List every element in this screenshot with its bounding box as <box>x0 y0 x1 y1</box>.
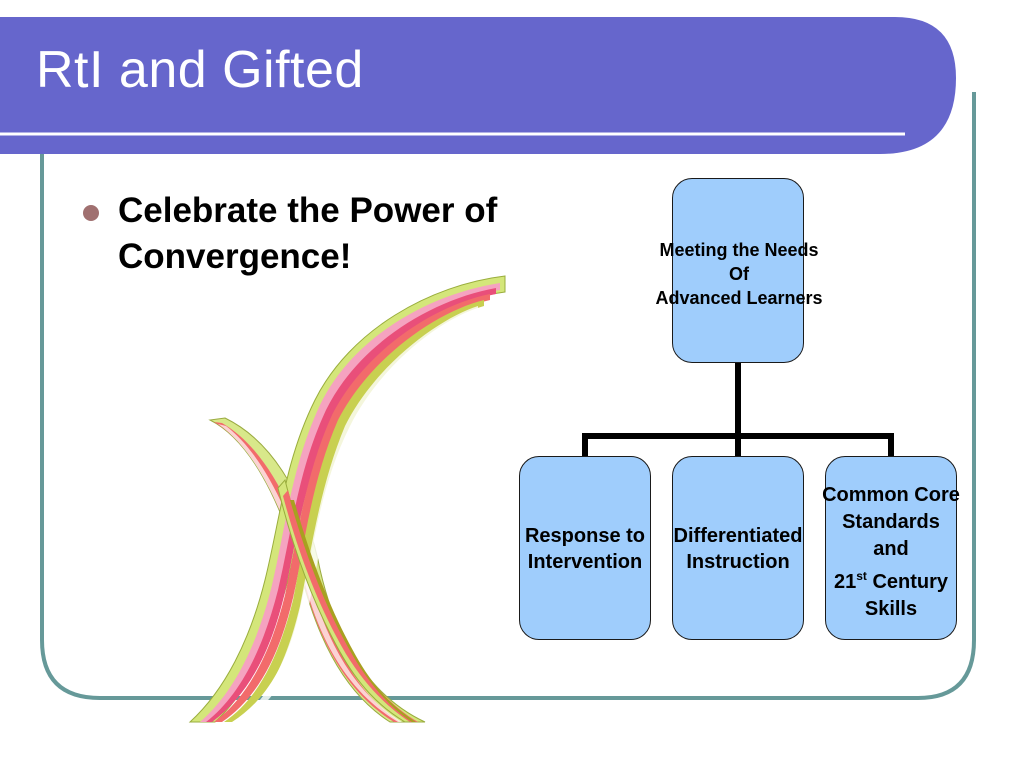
org-node-top-line-1: Meeting the Needs <box>659 240 819 260</box>
org-node-common-core-line-3: and <box>873 538 909 560</box>
org-node-common-core <box>825 456 957 640</box>
org-node-differentiated-line-1: Differentiated <box>673 525 803 547</box>
org-node-rti <box>519 456 651 640</box>
org-node-rti-label: Response to Intervention <box>506 523 664 575</box>
org-node-common-core-line-5: Skills <box>864 598 918 620</box>
org-node-common-core-label: Common Core Standards and 21st Century S… <box>806 482 976 623</box>
org-node-top-label: Meeting the Needs Of Advanced Learners <box>636 238 842 310</box>
org-node-common-core-line-4: 21st Century <box>806 563 976 596</box>
org-node-rti-line-2: Intervention <box>527 551 643 573</box>
org-node-differentiated <box>672 456 804 640</box>
bullet-dot-icon <box>83 205 99 221</box>
ribbon-decoration-image <box>188 275 506 723</box>
org-node-common-core-line-1: Common Core <box>822 484 960 506</box>
slide-title: RtI and Gifted <box>36 41 364 99</box>
bullet-text: Celebrate the Power of Convergence! <box>118 191 498 276</box>
ordinal-suffix: st <box>856 569 867 583</box>
org-node-differentiated-line-2: Instruction <box>686 551 790 573</box>
org-node-top-line-3: Advanced Learners <box>655 288 823 308</box>
org-node-rti-line-1: Response to <box>524 525 646 547</box>
ordinal-number: 21 <box>833 571 857 593</box>
org-node-common-core-line-2: Standards <box>842 511 940 533</box>
org-node-differentiated-label: Differentiated Instruction <box>658 523 818 575</box>
org-node-top <box>672 178 804 363</box>
content-frame-border <box>40 92 976 700</box>
century-text: Century <box>866 571 949 593</box>
title-bar <box>0 17 956 154</box>
org-node-top-line-2: Of <box>729 264 749 284</box>
